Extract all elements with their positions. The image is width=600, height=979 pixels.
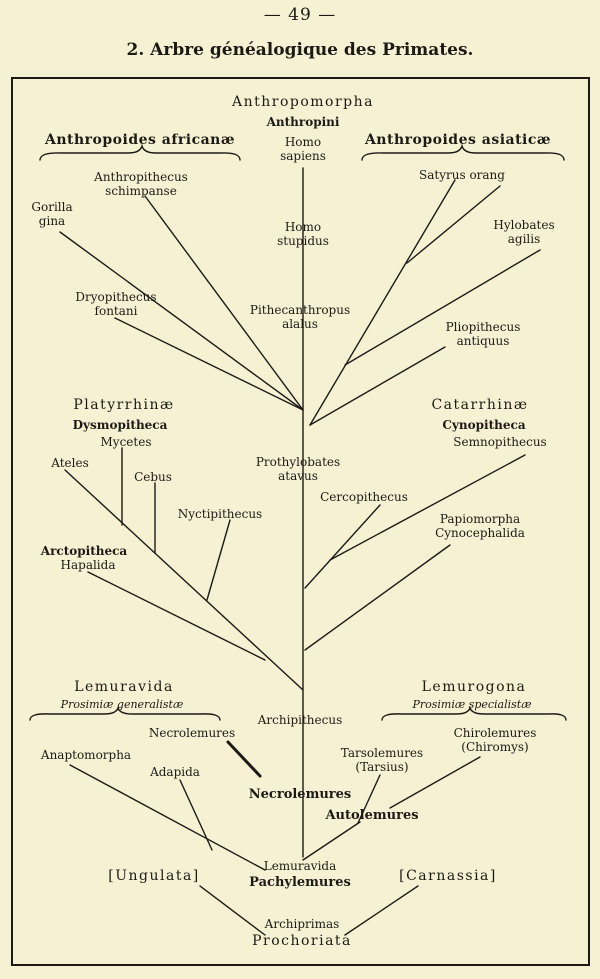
label-anthropomorpha: Anthropomorpha bbox=[231, 94, 375, 110]
label-chirolemures: Chirolemures (Chiromys) bbox=[453, 726, 537, 754]
label-anthropithecus: Anthropithecus schimpanse bbox=[94, 170, 188, 198]
diagram-frame bbox=[11, 77, 590, 966]
branch-hylobates bbox=[344, 249, 541, 366]
label-platyrrhinae: Platyrrhinæ bbox=[73, 397, 175, 413]
branch-satyrus-2 bbox=[406, 185, 501, 264]
branch-tarsolemures bbox=[357, 774, 381, 824]
label-archipithecus: Archipithecus bbox=[257, 713, 343, 727]
page-title: 2. Arbre généalogique des Primates. bbox=[126, 40, 474, 60]
label-pithecanthropus: Pithecanthropus alalus bbox=[249, 303, 351, 331]
label-homo-stupidus: Homo stupidus bbox=[277, 220, 329, 248]
label-anaptomorpha: Anaptomorpha bbox=[40, 748, 132, 762]
branch-nyctipithecus bbox=[206, 519, 231, 601]
label-lemuravida: Lemuravida bbox=[263, 859, 337, 873]
label-semnopithecus: Semnopithecus bbox=[453, 435, 547, 449]
label-nyctipithecus: Nyctipithecus bbox=[177, 507, 263, 521]
label-arctopitheca: Arctopitheca bbox=[40, 544, 128, 558]
label-cebus: Cebus bbox=[134, 470, 172, 484]
label-prochoriata: Prochoriata bbox=[252, 933, 352, 949]
branch-gorilla bbox=[59, 231, 304, 411]
branch-adapida bbox=[179, 779, 213, 851]
label-autolemures: Autolemures bbox=[325, 808, 419, 823]
label-cynopitheca: Cynopitheca bbox=[442, 418, 526, 432]
label-prosimiae-generalistae: Prosimiæ generalistæ bbox=[60, 698, 184, 711]
label-tarsolemures: Tarsolemures (Tarsius) bbox=[340, 746, 424, 774]
label-dysmopitheca: Dysmopitheca bbox=[72, 418, 168, 432]
branch-ateles bbox=[64, 469, 304, 691]
brace-asiaticae bbox=[361, 143, 565, 161]
branch-hapalida bbox=[87, 571, 266, 661]
label-dryopithecus: Dryopithecus fontani bbox=[75, 290, 157, 318]
label-lemuravida-group: Lemuravida bbox=[74, 679, 174, 695]
label-pachylemures: Pachylemures bbox=[249, 875, 351, 890]
label-necrolemures: Necrolemures bbox=[248, 787, 352, 802]
branch-papiomorpha bbox=[304, 544, 451, 651]
label-prosimiae-specialistae: Prosimiæ specialistæ bbox=[412, 698, 532, 711]
branch-anthropithecus bbox=[144, 195, 304, 411]
branch-autolemures bbox=[302, 821, 361, 861]
brace-africanae bbox=[39, 143, 241, 161]
label-cercopithecus: Cercopithecus bbox=[320, 490, 408, 504]
label-homo-sapiens: Homo sapiens bbox=[280, 135, 326, 163]
label-prothylobates: Prothylobates atavus bbox=[255, 455, 341, 483]
label-archiprimas: Archiprimas bbox=[264, 917, 340, 931]
label-gorilla: Gorilla gina bbox=[31, 200, 73, 228]
branch-ungulata bbox=[199, 885, 266, 936]
label-anthropoides-asiaticae: Anthropoides asiaticæ bbox=[364, 132, 552, 148]
label-anthropoides-africanae: Anthropoides africanæ bbox=[44, 132, 236, 148]
branch-dryopithecus bbox=[114, 317, 304, 411]
brace-generalistae bbox=[29, 705, 221, 721]
label-ateles: Ateles bbox=[51, 456, 89, 470]
page-number: — 49 — bbox=[263, 5, 337, 25]
label-necrolemures-small: Necrolemures bbox=[148, 726, 236, 740]
branch-carnassia bbox=[344, 885, 419, 936]
label-papiomorpha: Papiomorpha Cynocephalida bbox=[435, 512, 525, 540]
label-pliopithecus: Pliopithecus antiquus bbox=[445, 320, 521, 348]
label-adapida: Adapida bbox=[150, 765, 200, 779]
label-hylobates: Hylobates agilis bbox=[493, 218, 555, 246]
label-catarrhinae: Catarrhinæ bbox=[431, 397, 529, 413]
branch-satyrus bbox=[309, 179, 456, 426]
label-anthropini: Anthropini bbox=[266, 115, 340, 129]
branch-semnopithecus bbox=[329, 454, 526, 561]
label-lemurogona: Lemurogona bbox=[421, 679, 527, 695]
branch-necrolemures-small bbox=[226, 740, 262, 778]
label-satyrus: Satyrus orang bbox=[419, 168, 505, 182]
brace-specialistae bbox=[381, 705, 567, 721]
branch-chirolemures bbox=[389, 756, 481, 809]
label-hapalida: Hapalida bbox=[60, 558, 116, 572]
branch-cercopithecus bbox=[304, 504, 381, 589]
label-carnassia: [Carnassia] bbox=[399, 868, 497, 884]
label-mycetes: Mycetes bbox=[100, 435, 152, 449]
label-ungulata: [Ungulata] bbox=[108, 868, 200, 884]
branch-anaptomorpha bbox=[69, 764, 266, 871]
branch-pliopithecus bbox=[309, 346, 446, 426]
